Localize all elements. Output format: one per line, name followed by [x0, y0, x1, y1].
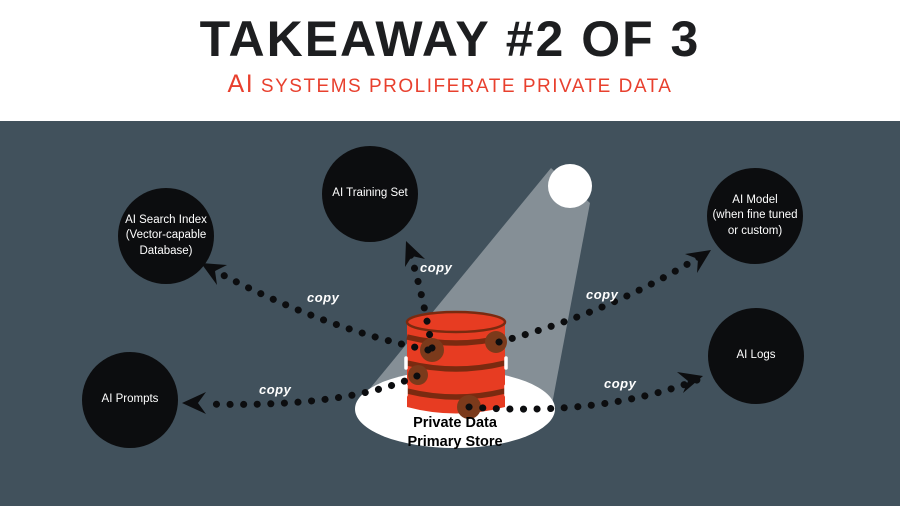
node-ai-search-index: AI Search Index (Vector-capable Database… [118, 188, 214, 284]
spotlight-source [548, 164, 592, 208]
copy-label-model: copy [586, 287, 619, 302]
page-title: TAKEAWAY #2 OF 3 [199, 11, 701, 67]
private-data-store-label: Private Data Primary Store [407, 415, 503, 450]
node-ai-logs: AI Logs [708, 308, 804, 404]
database-top [405, 310, 507, 334]
copy-label-prompts: copy [259, 382, 292, 397]
copy-label-search: copy [307, 290, 340, 305]
dotted-line-training [405, 246, 436, 352]
database-band-3 [406, 388, 506, 400]
page-subtitle: AI SYSTEMS PROLIFERATE PRIVATE DATA [0, 70, 900, 99]
arrowhead-model [685, 250, 711, 273]
dotted-line-prompts [202, 372, 421, 408]
subtitle-ai: AI [227, 70, 255, 98]
arrowhead-prompts [182, 392, 206, 414]
node-ai-model: AI Model (when fine tuned or custom) [707, 168, 803, 264]
dotted-line-model [495, 250, 708, 346]
node-ai-training-set: AI Training Set [322, 146, 418, 242]
copy-label-logs: copy [604, 376, 637, 391]
arrowhead-training [405, 241, 425, 267]
dotted-line-search [202, 262, 432, 354]
arrowhead-logs [677, 372, 703, 393]
arrowhead-search [201, 263, 227, 285]
node-ai-prompts: AI Prompts [82, 352, 178, 448]
database-icon [404, 310, 508, 419]
dotted-line-logs [465, 376, 701, 413]
header-band: TAKEAWAY #2 OF 3 AI SYSTEMS PROLIFERATE … [0, 0, 900, 121]
subtitle-rest: SYSTEMS PROLIFERATE PRIVATE DATA [254, 76, 673, 97]
copy-label-training: copy [420, 260, 453, 275]
